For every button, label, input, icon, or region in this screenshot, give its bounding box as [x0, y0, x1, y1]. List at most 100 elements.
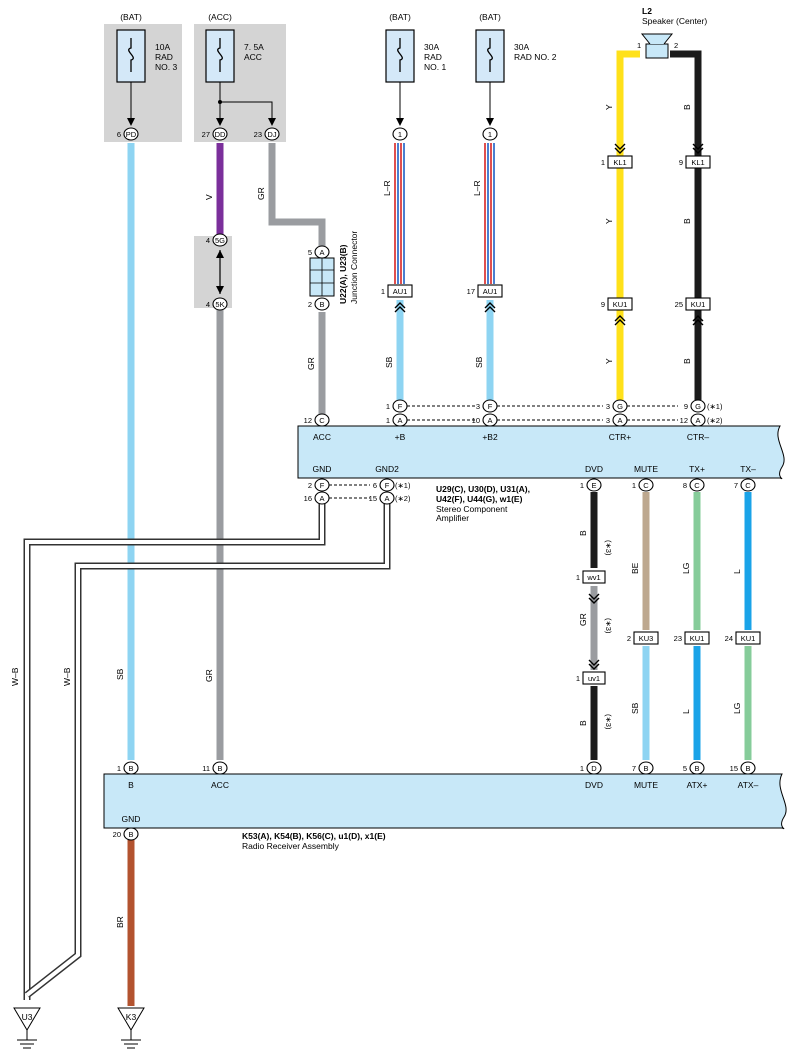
fuse-acc-source: (ACC) [208, 12, 232, 22]
amp-pin-ctrp-a: A3 [606, 413, 628, 427]
amp-label-gnd: GND [313, 464, 332, 474]
connector-5g: 5G4 [206, 233, 228, 247]
amp-pin-acc: C12 [304, 413, 330, 427]
svg-text:15: 15 [369, 494, 377, 503]
svg-text:11: 11 [202, 764, 210, 773]
svg-text:9: 9 [684, 402, 688, 411]
recv-pin-acc: B 11 [202, 761, 228, 775]
svg-text:16: 16 [304, 494, 312, 503]
svg-text:1: 1 [632, 481, 636, 490]
svg-text:A: A [397, 416, 402, 425]
svg-text:5G: 5G [215, 236, 225, 245]
note-3-a: (∗3) [604, 540, 613, 556]
junction-connector: U22(A), U23(B) Junction Connector [309, 231, 359, 304]
svg-text:AU1: AU1 [483, 287, 498, 296]
wl-l-atx: L [681, 709, 691, 714]
wl-y-2: Y [604, 218, 614, 224]
recv-pin-gnd: B20 [113, 827, 139, 841]
svg-text:U3: U3 [22, 1012, 33, 1022]
wl-sb-mute: SB [630, 702, 640, 714]
amp-label-ctrp: CTR+ [609, 432, 631, 442]
svg-text:C: C [745, 481, 751, 490]
wire-gr-dj [268, 143, 326, 248]
wl-b-dvd2: B [578, 720, 588, 726]
wire-wb-1 [23, 500, 326, 1000]
wl-y-3: Y [604, 358, 614, 364]
svg-text:3: 3 [476, 402, 480, 411]
fuse-rad3-source: (BAT) [120, 12, 142, 22]
recv-name: Radio Receiver Assembly [242, 841, 340, 851]
amp-label-b2: +B2 [482, 432, 498, 442]
svg-text:E: E [591, 481, 596, 490]
svg-text:23: 23 [254, 130, 262, 139]
amp-pin-b2-a: A10 [472, 413, 498, 427]
svg-text:15: 15 [730, 764, 738, 773]
ground-u3: U3 [13, 1007, 41, 1049]
amp-pin-txp: C8 [683, 478, 705, 492]
wl-wb-1: W–B [10, 667, 20, 686]
amp-label-gnd2: GND2 [375, 464, 399, 474]
amp-pin-txm: C7 [734, 478, 756, 492]
recv-label-gnd: GND [122, 814, 141, 824]
receiver-body [103, 773, 787, 830]
wl-lg-tx: LG [681, 563, 691, 574]
svg-text:G: G [695, 402, 701, 411]
connector-5k: 5K4 [206, 297, 228, 311]
amp-pin-mute: C1 [632, 478, 654, 492]
amp-pin-b-f: F1 [386, 399, 408, 413]
svg-text:A: A [319, 494, 324, 503]
wl-wb-2: W–B [62, 667, 72, 686]
svg-text:B: B [217, 764, 222, 773]
svg-text:3: 3 [606, 416, 610, 425]
svg-text:1: 1 [576, 573, 580, 582]
fuse-rad3: (BAT) 10A RAD NO. 3 [116, 12, 177, 126]
svg-text:10: 10 [472, 416, 480, 425]
receiver-labels: B ACC DVD MUTE ATX+ ATX– GND K53(A), K54… [122, 780, 759, 851]
amp-pin-ctrp-g: G3 [606, 399, 628, 413]
fuse-rad1-line1: 30A [424, 42, 439, 52]
wl-sb-main: SB [115, 668, 125, 680]
recv-label-dvd: DVD [585, 780, 603, 790]
amp-codes-2: U42(F), U44(G), w1(E) [436, 494, 523, 504]
svg-text:5: 5 [308, 248, 312, 257]
recv-pin-mute: B7 [632, 761, 654, 775]
recv-pin-dvd: D1 [580, 761, 602, 775]
svg-text:F: F [488, 402, 493, 411]
wl-b-dvd1: B [578, 530, 588, 536]
wl-br: BR [115, 916, 125, 928]
wl-gr-junction: GR [306, 357, 316, 370]
svg-text:1: 1 [580, 481, 584, 490]
connector-junction-a: A5 [308, 245, 330, 259]
svg-text:DJ: DJ [267, 130, 276, 139]
junction-name: Junction Connector [349, 231, 359, 304]
svg-text:KU1: KU1 [690, 634, 705, 643]
fuse-rad3-line3: NO. 3 [155, 62, 177, 72]
svg-text:KL1: KL1 [691, 158, 704, 167]
fuse-rad3-line1: 10A [155, 42, 170, 52]
amp-pin-ctrm-g: G9 [684, 399, 706, 413]
fuse-rad2-line2: RAD NO. 2 [514, 52, 557, 62]
wl-gr-acc: GR [204, 669, 214, 682]
wl-l-tx: L [732, 569, 742, 574]
svg-text:1: 1 [488, 130, 492, 139]
wire-lr-1 [394, 143, 405, 284]
svg-text:8: 8 [683, 481, 687, 490]
fuse-rad2-source: (BAT) [479, 12, 501, 22]
connector-block-5g5k-shade [194, 236, 232, 308]
amp-dashes [329, 405, 678, 499]
svg-text:2: 2 [308, 481, 312, 490]
svg-text:A: A [695, 416, 700, 425]
note-1-top: (∗1) [707, 402, 723, 411]
svg-text:6: 6 [373, 481, 377, 490]
svg-text:PD: PD [126, 130, 137, 139]
wires [23, 50, 752, 1006]
amplifier-labels: ACC +B +B2 CTR+ CTR– GND GND2 DVD MUTE T… [313, 432, 757, 523]
recv-pin-atxp: B5 [683, 761, 705, 775]
connector-rad2-pin: 1 [482, 127, 498, 141]
svg-text:KL1: KL1 [613, 158, 626, 167]
connector-junction-b: B2 [308, 297, 330, 311]
